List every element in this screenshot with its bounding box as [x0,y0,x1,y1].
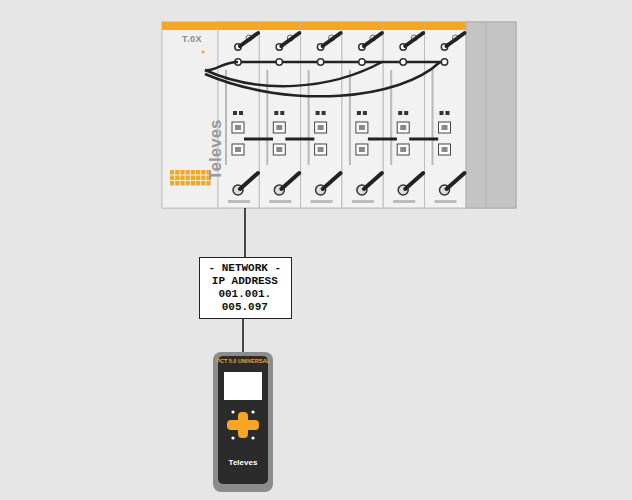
modulator-module [342,22,383,208]
key [251,436,254,439]
key [251,410,254,413]
model-label: T.0X [182,34,202,44]
vent-grid [170,170,211,186]
modulator-module [425,22,466,208]
headend-rack: T.0X Televes [162,22,516,208]
orange-cap [162,22,218,30]
blank-edge [486,22,487,208]
brand-label: Televes [206,119,226,180]
modulator-module [259,22,300,208]
key [231,436,234,439]
ip-address-box: - NETWORK - IP ADDRESS 001.001. 005.097 [199,257,292,319]
network-cable [242,319,244,352]
brand-label: Televes [213,458,273,467]
key [231,410,234,413]
model-label: PCT 5.0 UNIVERSAL [213,358,273,364]
patch-cables [205,33,465,189]
modulator-module [383,22,424,208]
module-group [218,22,466,208]
address-text: - NETWORK - IP ADDRESS 001.001. 005.097 [209,262,282,314]
programmer-screen [224,372,262,400]
network-cable [244,208,246,257]
programmer-body [213,352,273,492]
modulator-module [301,22,342,208]
blank-module [466,22,516,208]
programmer-unit: PCT 5.0 UNIVERSAL Televes [213,352,273,492]
rack-frame [162,22,516,208]
led [202,51,205,54]
keypad-vertical [238,412,248,438]
